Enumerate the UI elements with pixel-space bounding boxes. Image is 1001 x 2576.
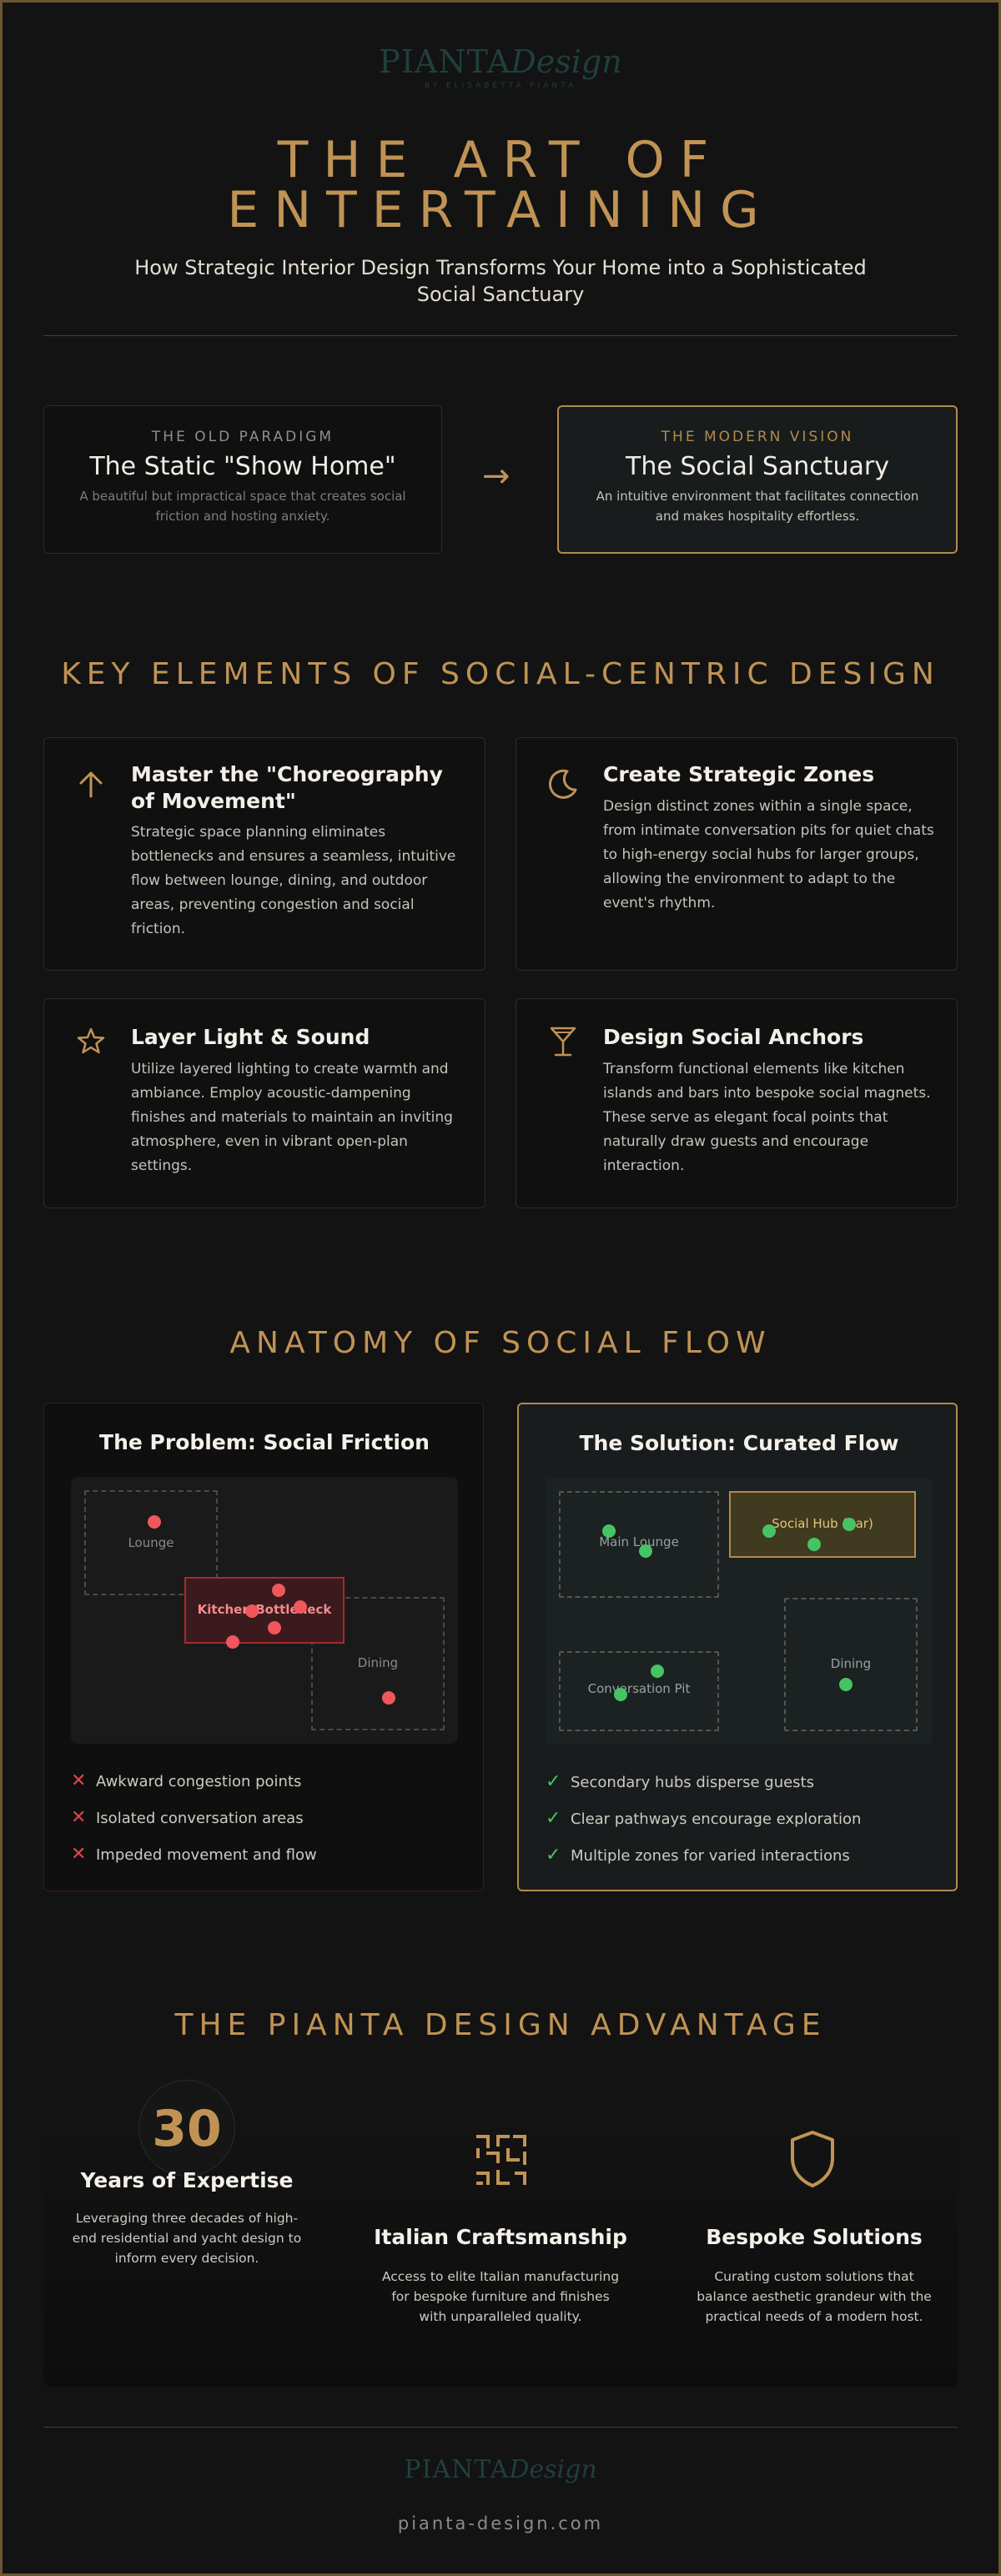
feature-desc: Utilize layered lighting to create warmt… <box>131 1061 453 1174</box>
guest-dot <box>382 1691 395 1705</box>
transition-arrow-icon: → <box>482 457 511 495</box>
arrow-up-icon <box>79 771 103 798</box>
feature-card-light-sound: Layer Light & Sound Utilize layered ligh… <box>43 998 485 1208</box>
craftsmanship-icon <box>476 2135 526 2185</box>
website-link[interactable]: pianta-design.com <box>397 2513 604 2533</box>
advantage-panel: 30 Years of Expertise Leveraging three d… <box>43 2076 958 2387</box>
problem-card: The Problem: Social Friction Lounge Dini… <box>43 1403 484 1891</box>
conversation-pit-zone: Conversation Pit <box>559 1651 719 1731</box>
guest-dot <box>651 1665 664 1678</box>
hero-title-line2: ENTERTAINING <box>227 181 774 239</box>
old-paradigm-label: THE OLD PARADIGM <box>151 429 335 445</box>
dining-zone: Dining <box>784 1598 918 1731</box>
guest-dot <box>272 1584 285 1597</box>
zone-label: Conversation Pit <box>587 1681 691 1696</box>
feature-desc: Design distinct zones within a single sp… <box>603 798 934 911</box>
feature-title: Layer Light & Sound <box>131 1025 370 1049</box>
guest-dot <box>762 1524 776 1538</box>
shield-icon <box>791 2131 834 2187</box>
new-paradigm-label: THE MODERN VISION <box>661 429 854 445</box>
advantage-item-title: Years of Expertise <box>80 2168 294 2192</box>
advantage-title: THE PIANTA DESIGN ADVANTAGE <box>174 2008 827 2042</box>
anatomy-title: ANATOMY OF SOCIAL FLOW <box>229 1326 772 1360</box>
zone-label: Social Hub (Bar) <box>772 1516 873 1531</box>
logo-wordmark: PIANTA <box>404 2455 510 2484</box>
guest-dot <box>843 1518 856 1531</box>
main-lounge-zone: Main Lounge <box>559 1491 719 1598</box>
stat-badge: 30 <box>138 2080 235 2177</box>
new-paradigm-title: The Social Sanctuary <box>626 452 889 481</box>
guest-dot <box>294 1600 307 1614</box>
header-logo[interactable]: PIANTADesign BY ELISABETTA PIANTA <box>0 43 1001 90</box>
feature-title: Create Strategic Zones <box>603 762 875 786</box>
check-icon: ✓ <box>546 1771 561 1792</box>
problem-bullet: ✕Awkward congestion points <box>71 1770 302 1791</box>
old-paradigm-title: The Static "Show Home" <box>89 452 396 481</box>
logo-wordmark: PIANTA <box>379 43 511 80</box>
logo-script: Design <box>509 2455 597 2484</box>
feature-card-movement: Master the "Choreography of Movement" St… <box>43 737 485 971</box>
advantage-item-desc: Leveraging three decades of high-end res… <box>72 2211 302 2266</box>
new-paradigm-desc: An intuitive environment that facilitate… <box>596 489 919 524</box>
dining-zone: Dining <box>311 1597 445 1730</box>
hero-title-line1: THE ART OF <box>277 131 724 189</box>
guest-dot <box>639 1544 652 1558</box>
guest-dot <box>839 1678 853 1691</box>
guest-dot <box>245 1604 259 1618</box>
guest-dot <box>226 1635 239 1649</box>
lounge-zone: Lounge <box>84 1490 218 1595</box>
stat-value: 30 <box>152 2100 222 2158</box>
footer-divider <box>43 2427 958 2428</box>
zone-label: Dining <box>830 1656 872 1671</box>
zone-label: Dining <box>357 1655 399 1670</box>
solution-title: The Solution: Curated Flow <box>579 1431 899 1455</box>
feature-card-zones: Create Strategic Zones Design distinct z… <box>516 737 958 971</box>
divider <box>43 335 958 336</box>
zone-label: Main Lounge <box>599 1534 679 1549</box>
problem-diagram: Lounge Dining Kitchen Bottleneck <box>71 1477 458 1744</box>
cross-icon: ✕ <box>71 1807 87 1828</box>
guest-dot <box>268 1621 281 1634</box>
solution-card: The Solution: Curated Flow Main Lounge S… <box>517 1403 958 1891</box>
cross-icon: ✕ <box>71 1844 87 1865</box>
problem-title: The Problem: Social Friction <box>99 1430 430 1454</box>
solution-bullet: ✓Multiple zones for varied interactions <box>546 1845 850 1865</box>
star-icon <box>77 1027 105 1054</box>
solution-bullet: ✓Clear pathways encourage exploration <box>546 1808 862 1829</box>
feature-card-social-anchors: Design Social Anchors Transform function… <box>516 998 958 1208</box>
crescent-moon-icon <box>548 769 577 799</box>
solution-diagram: Main Lounge Social Hub (Bar) Conversatio… <box>546 1478 933 1745</box>
new-paradigm-card: THE MODERN VISION The Social Sanctuary A… <box>557 405 958 554</box>
guest-dot <box>602 1524 616 1538</box>
hero-subtitle: How Strategic Interior Design Transforms… <box>134 256 867 306</box>
guest-dot <box>807 1538 821 1551</box>
problem-bullet: ✕Isolated conversation areas <box>71 1807 304 1828</box>
advantage-item-title: Italian Craftsmanship <box>374 2225 627 2249</box>
zone-label: Lounge <box>128 1535 174 1550</box>
guest-dot <box>614 1688 627 1701</box>
logo-script: Design <box>511 43 622 80</box>
footer-logo[interactable]: PIANTADesign <box>0 2455 1001 2484</box>
cocktail-glass-icon <box>550 1027 576 1057</box>
advantage-item-desc: Curating custom solutions that balance a… <box>697 2269 932 2324</box>
logo-tagline: BY ELISABETTA PIANTA <box>424 82 577 90</box>
solution-bullet: ✓Secondary hubs disperse guests <box>546 1771 814 1792</box>
guest-dot <box>148 1515 161 1529</box>
problem-bullet: ✕Impeded movement and flow <box>71 1844 317 1865</box>
cross-icon: ✕ <box>71 1770 87 1791</box>
bottleneck-zone: Kitchen Bottleneck <box>184 1577 345 1644</box>
feature-desc: Strategic space planning eliminates bott… <box>131 824 456 937</box>
feature-title: Master the "Choreography of Movement" <box>131 762 443 813</box>
old-paradigm-desc: A beautiful but impractical space that c… <box>79 489 406 524</box>
advantage-item-desc: Access to elite Italian manufacturing fo… <box>381 2269 620 2324</box>
social-hub-zone: Social Hub (Bar) <box>729 1491 916 1558</box>
feature-title: Design Social Anchors <box>603 1025 864 1049</box>
advantage-item-title: Bespoke Solutions <box>706 2225 923 2249</box>
feature-desc: Transform functional elements like kitch… <box>603 1061 931 1174</box>
check-icon: ✓ <box>546 1845 561 1865</box>
old-paradigm-card: THE OLD PARADIGM The Static "Show Home" … <box>43 405 442 554</box>
zone-label: Kitchen Bottleneck <box>197 1602 332 1617</box>
key-elements-title: KEY ELEMENTS OF SOCIAL-CENTRIC DESIGN <box>61 657 940 691</box>
check-icon: ✓ <box>546 1808 561 1829</box>
